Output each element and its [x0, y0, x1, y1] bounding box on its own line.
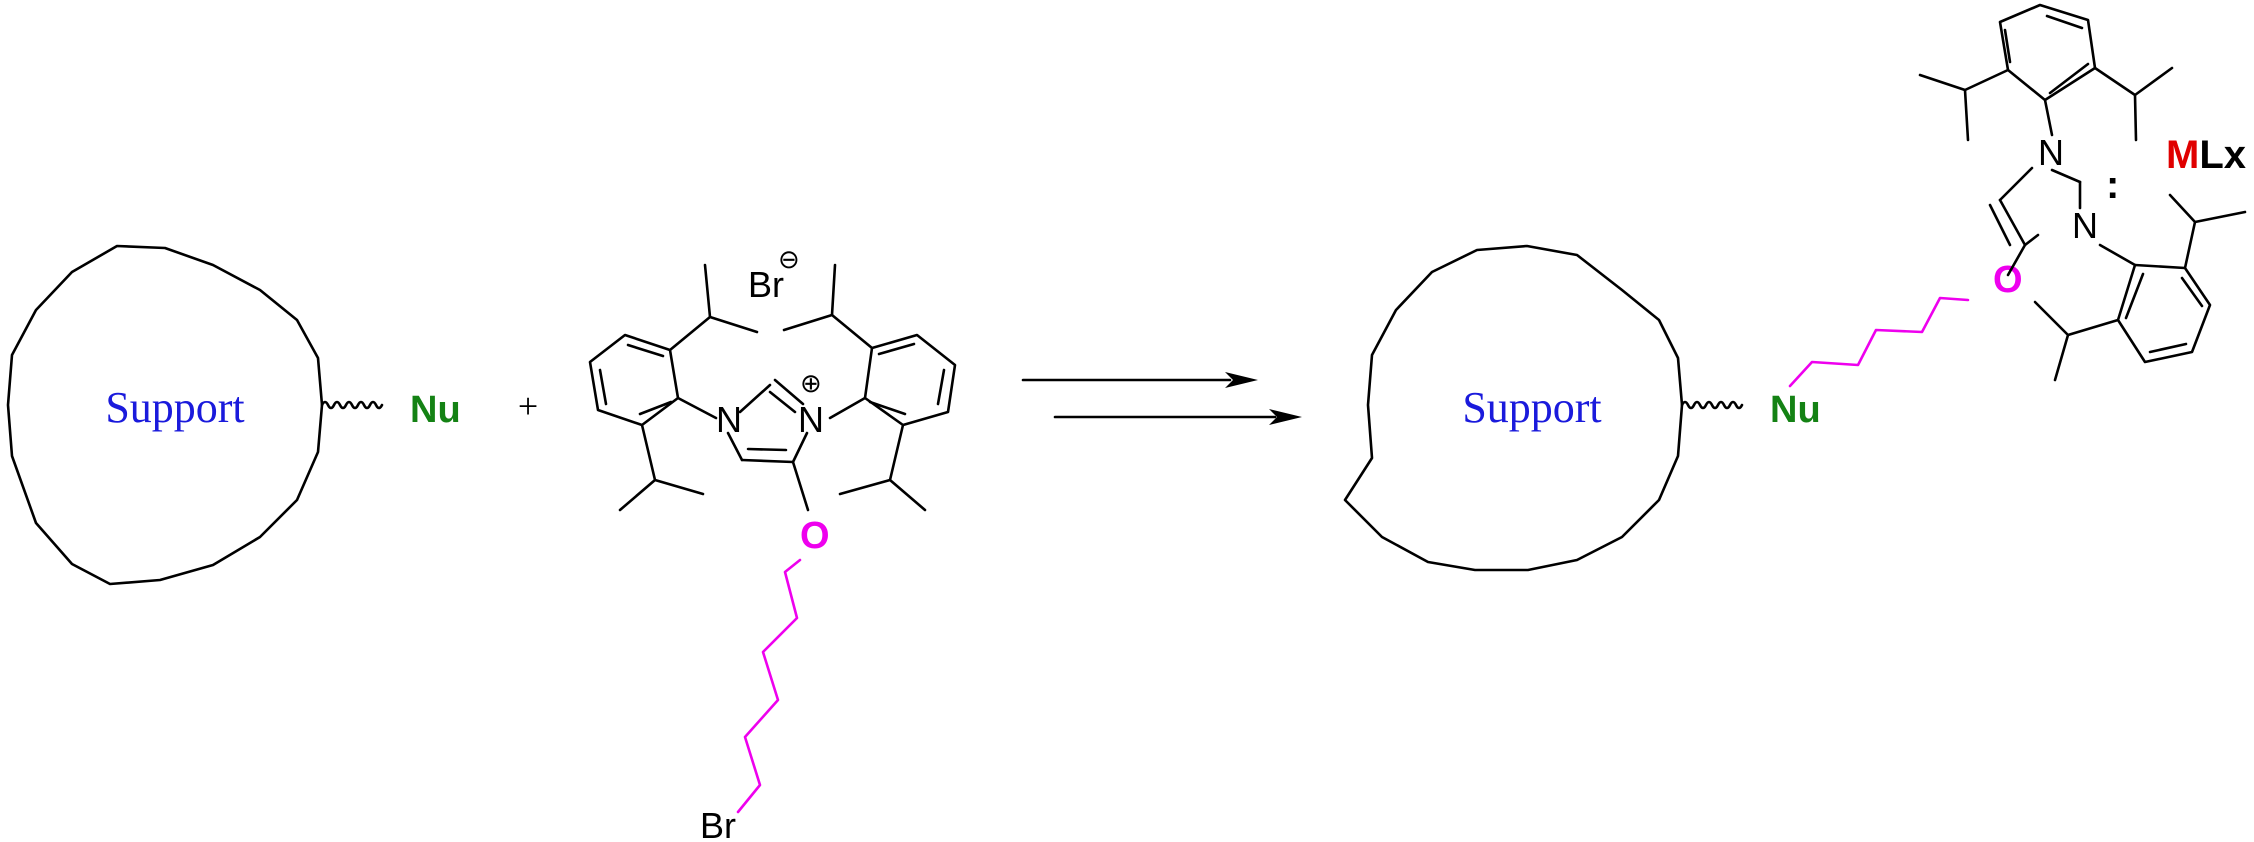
terminal-bromide: Br: [700, 805, 736, 842]
arrow-2-head-icon: [1269, 409, 1302, 425]
left-dipp-aryl: [588, 263, 759, 512]
product-pentyl-linker: [1788, 296, 1970, 388]
product-wavy-bond: [1680, 400, 1744, 410]
imidazolium-nitrogen-left: N: [716, 399, 742, 440]
nucleophile-label: Nu: [410, 389, 461, 431]
arrow-1-head-icon: [1225, 372, 1258, 388]
product-bottom-dipp-aryl: [2033, 193, 2247, 382]
support-bead: [6, 244, 324, 586]
support-reactant: Support Nu: [6, 244, 461, 586]
reaction-arrows: [1021, 372, 1302, 425]
ether-oxygen: O: [800, 515, 830, 557]
metal-label: MLx: [2166, 133, 2246, 177]
carbene-lone-pair-icon: :: [2106, 163, 2119, 207]
positive-charge-icon: ⊕: [800, 368, 822, 398]
imidazolium-ring: [726, 378, 809, 464]
metal-symbol: M: [2166, 133, 2199, 177]
product-support-label: Support: [1462, 383, 1601, 432]
support-label: Support: [105, 383, 244, 432]
imidazolium-salt: Br ⊖ N N ⊕: [588, 244, 957, 842]
supported-nhc-product: Support Nu O N N :: [1343, 3, 2247, 572]
ligand-symbol: Lx: [2199, 133, 2246, 177]
product-imidazolylidene-ring: [1988, 166, 2082, 277]
product-top-dipp-aryl: [1918, 3, 2174, 142]
product-nitrogen-bottom: N: [2072, 205, 2098, 246]
product-nucleophile-label: Nu: [1770, 389, 1821, 431]
bromide-counter-ion: Br: [748, 264, 784, 305]
pentyl-linker: [736, 558, 802, 814]
product-nitrogen-top: N: [2038, 132, 2064, 173]
right-dipp-aryl: [782, 263, 957, 512]
negative-charge-icon: ⊖: [778, 244, 800, 274]
wavy-bond: [320, 400, 384, 410]
product-support-bead: [1343, 244, 1684, 572]
product-ether-oxygen: O: [1993, 259, 2023, 301]
imidazolium-nitrogen-right: N: [798, 399, 824, 440]
plus-sign: +: [518, 386, 538, 426]
